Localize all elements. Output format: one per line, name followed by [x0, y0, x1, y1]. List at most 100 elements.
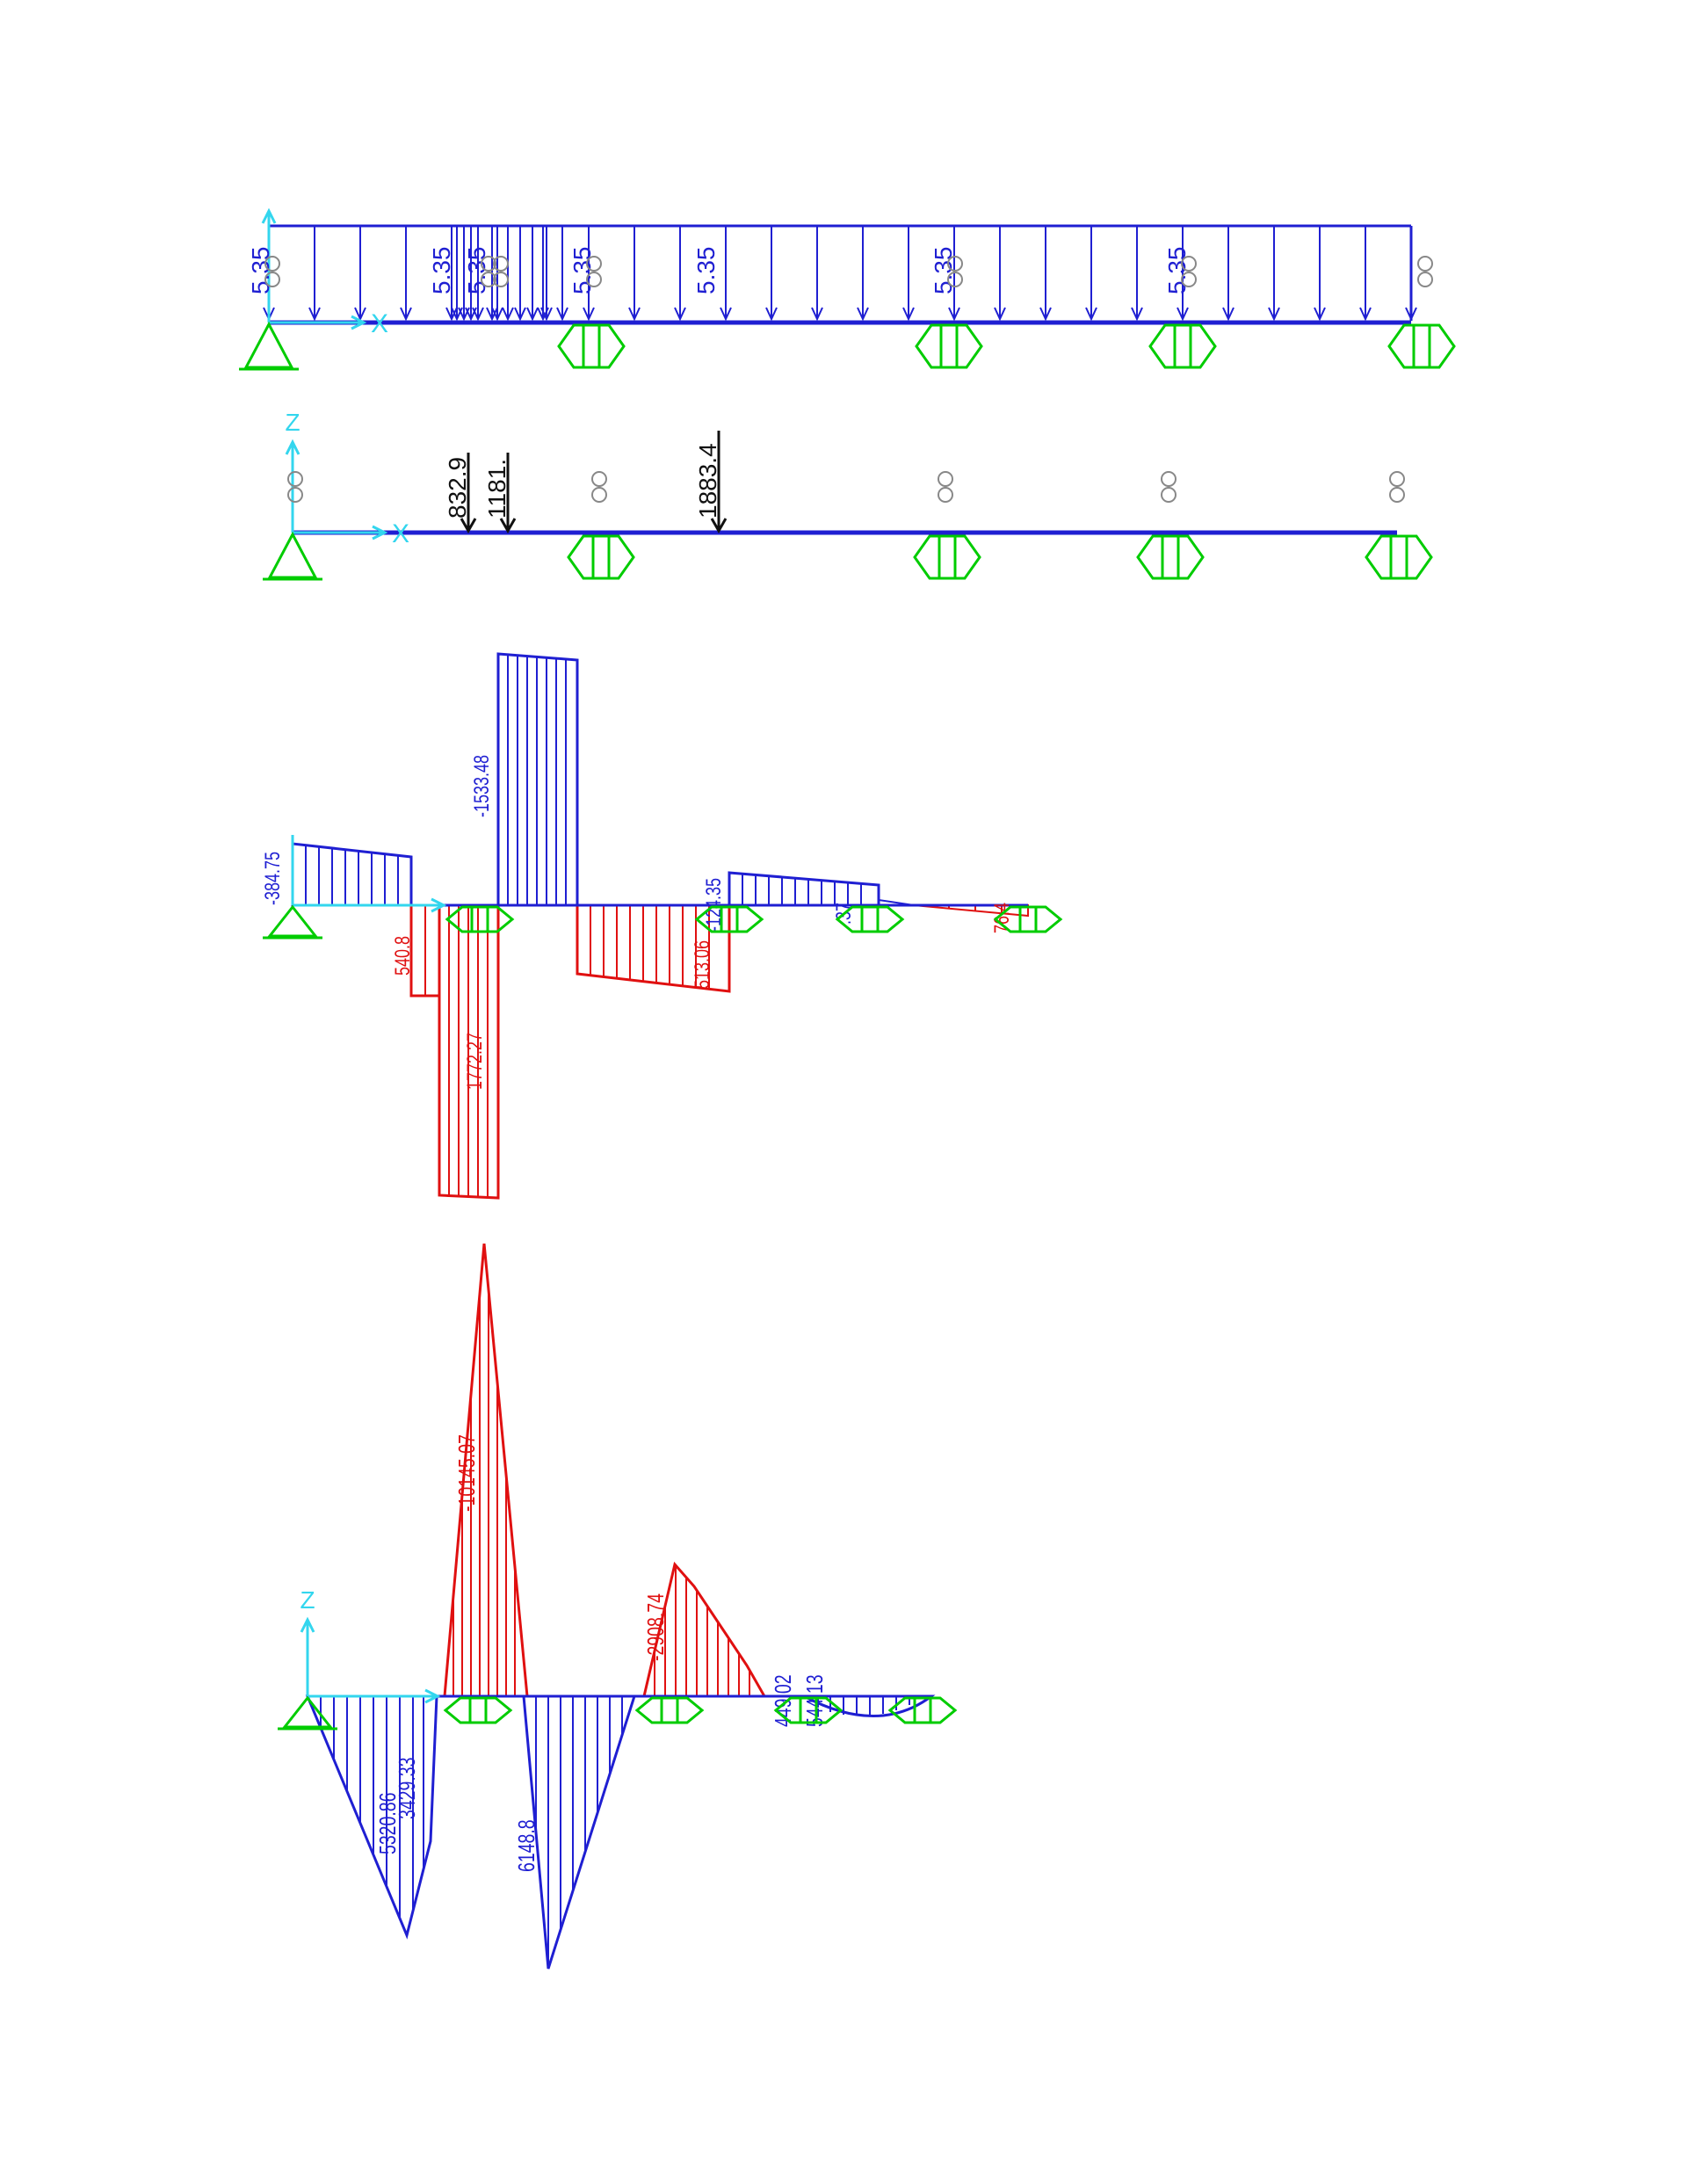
load-arrow-head	[502, 307, 514, 322]
moment-region	[522, 1694, 637, 1970]
load-arrow-head	[1359, 307, 1372, 322]
load-arrow-head	[491, 307, 503, 322]
load-arrow-head	[445, 307, 458, 322]
shear-label: 540.8	[392, 936, 415, 976]
point-load-label: 832.9	[444, 457, 471, 519]
axis-label-x: X	[371, 309, 388, 338]
load-labels: 5.35 5.35 5.35 5.35 5.35 5.35 5.35	[247, 247, 1191, 295]
load-arrow-head	[1314, 307, 1326, 322]
load-arrow-head	[514, 307, 526, 322]
point-load-label: 1883.4	[694, 443, 721, 519]
supports	[278, 1695, 958, 1731]
point-load-label: 1181.	[483, 459, 510, 519]
load-arrow-head	[1039, 307, 1052, 322]
pin-support	[263, 904, 322, 940]
axis-triad: Z	[300, 1586, 441, 1704]
load-label: 5.35	[428, 247, 455, 295]
pin-support	[263, 531, 322, 581]
load-arrow-head	[720, 307, 732, 322]
axis-label-z: Z	[285, 409, 300, 436]
axis-label-x: X	[392, 519, 409, 548]
supports	[263, 904, 1063, 940]
bending-moment-panel: Z 5320.86 3429.33 6148.8 -10145.07 -2908…	[278, 1243, 958, 1970]
point-loads-panel: Z X 832.9 1181. 1883.4	[263, 409, 1433, 581]
pin-support	[239, 321, 299, 371]
moment-label: 6148.8	[513, 1819, 539, 1872]
moment-label: 5320.86	[374, 1793, 400, 1854]
axis-triad	[291, 835, 447, 913]
moment-label: -2908.74	[642, 1593, 668, 1661]
load-arrow-head	[540, 307, 553, 322]
load-arrow-head	[526, 307, 539, 322]
shear-label: 513.06	[691, 940, 714, 989]
load-arrow-head	[472, 307, 484, 322]
roller-support	[557, 323, 626, 369]
load-arrow-head	[1131, 307, 1143, 322]
shear-regions	[291, 652, 1029, 1200]
moment-label: 544.13	[801, 1674, 827, 1727]
shear-label: -1533.48	[471, 755, 494, 817]
point-load-arrows	[460, 431, 728, 534]
roller-support	[913, 534, 981, 580]
moment-label: 449.02	[770, 1674, 795, 1727]
shear-label: -384.75	[262, 852, 285, 905]
node-markers	[287, 471, 1405, 503]
load-label: 5.35	[692, 247, 720, 295]
load-arrow-head	[948, 307, 960, 322]
roller-support	[1365, 534, 1433, 580]
point-load-arrow	[460, 453, 477, 534]
shear-region	[409, 903, 441, 998]
roller-support	[887, 1696, 958, 1724]
roller-support	[445, 905, 515, 933]
load-arrow-head	[1268, 307, 1280, 322]
shear-region	[496, 652, 579, 907]
load-arrows	[263, 226, 1417, 322]
axis-triad: X	[261, 207, 388, 338]
load-arrow-head	[583, 307, 595, 322]
roller-support	[1148, 323, 1217, 369]
axis-triad: Z X	[285, 409, 409, 548]
node-markers	[264, 256, 1433, 287]
load-arrow-head	[628, 307, 641, 322]
load-arrow-head	[1177, 307, 1189, 322]
roller-support	[993, 905, 1063, 933]
shear-labels: -384.75 540.8 1772.27 -1533.48 513.06 -1…	[262, 755, 1014, 1090]
load-arrow-head	[400, 307, 412, 322]
load-arrow-head	[994, 307, 1006, 322]
distributed-load-panel: X 5.35 5.35 5.35 5.35 5.35 5.35 5.35	[239, 207, 1456, 371]
point-load-arrow	[710, 431, 728, 534]
roller-support	[1136, 534, 1205, 580]
shear-region	[728, 871, 880, 907]
roller-support	[443, 1696, 513, 1724]
moment-label: -10145.07	[453, 1434, 479, 1512]
roller-support	[915, 323, 983, 369]
load-arrow-head	[1085, 307, 1097, 322]
roller-support	[773, 1696, 844, 1724]
axis-label-z: Z	[300, 1586, 315, 1614]
point-load-labels: 832.9 1181. 1883.4	[444, 443, 721, 519]
supports	[239, 321, 1456, 371]
load-arrow-head	[308, 307, 321, 322]
load-arrow-head	[902, 307, 915, 322]
load-arrow-head	[811, 307, 823, 322]
moment-labels: 5320.86 3429.33 6148.8 -10145.07 -2908.7…	[374, 1434, 827, 1872]
roller-support	[634, 1696, 705, 1724]
roller-support	[835, 905, 905, 933]
load-arrow-head	[556, 307, 568, 322]
load-arrow-head	[354, 307, 366, 322]
load-arrow-head	[674, 307, 686, 322]
moment-regions	[305, 1243, 936, 1970]
moment-label: 3429.33	[394, 1758, 419, 1819]
load-arrow-head	[486, 307, 498, 322]
load-arrow-head	[1222, 307, 1234, 322]
shear-label: 1772.27	[464, 1033, 487, 1090]
load-arrow-head	[857, 307, 869, 322]
moment-region	[642, 1561, 767, 1698]
shear-force-panel: -384.75 540.8 1772.27 -1533.48 513.06 -1…	[262, 652, 1063, 1200]
roller-support	[1387, 323, 1456, 369]
load-arrow-head	[765, 307, 778, 322]
load-arrow-head	[1405, 307, 1417, 322]
supports	[263, 531, 1433, 581]
roller-support	[567, 534, 635, 580]
